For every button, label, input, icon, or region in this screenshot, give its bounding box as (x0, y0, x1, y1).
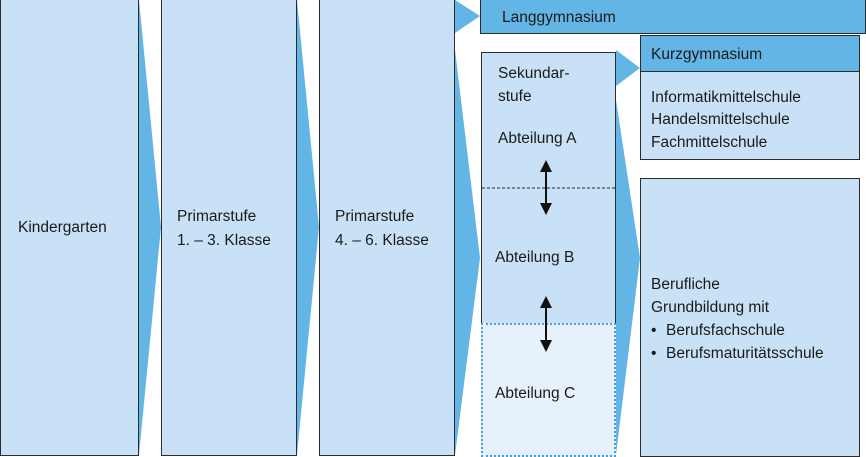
arrow-sek-to-beruf (616, 100, 640, 455)
kurzgymnasium-box: Kurzgymnasium (640, 35, 860, 72)
arrow-kindergarten-to-primar (139, 0, 161, 455)
kindergarten-box: Kindergarten (0, 0, 139, 456)
double-arrow-b-c (540, 296, 552, 352)
primarstufe-4-6-box: Primarstufe 4. – 6. Klasse (319, 0, 455, 456)
abteilung-c-label: Abteilung C (495, 385, 576, 402)
primarstufe-1-3-box: Primarstufe 1. – 3. Klasse (161, 0, 297, 456)
langgymnasium-label: Langgymnasium (502, 9, 616, 26)
sekundarstufe-title-line1: Sekundar- (498, 65, 570, 82)
double-arrow-a-b (540, 160, 552, 215)
primarstufe-1-3-classes: 1. – 3. Klasse (177, 232, 271, 249)
mittelschulen-box: Informatikmittelschule Handelsmittelschu… (640, 71, 860, 160)
arrow-primar2-to-sek (455, 50, 480, 455)
primarstufe-4-6-classes: 4. – 6. Klasse (335, 232, 429, 249)
arrow-primar2-to-lang (455, 0, 480, 33)
primarstufe-4-6-title: Primarstufe (335, 208, 415, 225)
arrow-sek-to-kurz (616, 50, 640, 86)
berufliche-title-line1: Berufliche (651, 276, 720, 293)
kurzgymnasium-label: Kurzgymnasium (651, 46, 763, 63)
sekundarstufe-title-line2: stufe (498, 88, 532, 105)
berufliche-item-fachschule: Berufsfachschule (651, 319, 824, 342)
mittelschule-fach: Fachmittelschule (651, 134, 768, 151)
abteilung-b-label: Abteilung B (495, 249, 575, 266)
arrow-primar1-to-primar2 (297, 0, 319, 455)
primarstufe-1-3-title: Primarstufe (177, 208, 257, 225)
langgymnasium-box: Langgymnasium (480, 0, 866, 34)
berufliche-grundbildung-box: Berufliche Grundbildung mit Berufsfachsc… (640, 178, 860, 457)
mittelschule-handel: Handelsmittelschule (651, 111, 790, 128)
berufliche-item-maturitaet: Berufsmaturitätsschule (651, 342, 824, 365)
kindergarten-label: Kindergarten (18, 219, 107, 236)
mittelschule-informatik: Informatikmittelschule (651, 89, 801, 106)
abteilung-a-label: Abteilung A (498, 130, 577, 147)
berufliche-title-line2: Grundbildung mit (651, 299, 770, 316)
berufliche-list: Berufsfachschule Berufsmaturitätsschule (651, 319, 824, 365)
